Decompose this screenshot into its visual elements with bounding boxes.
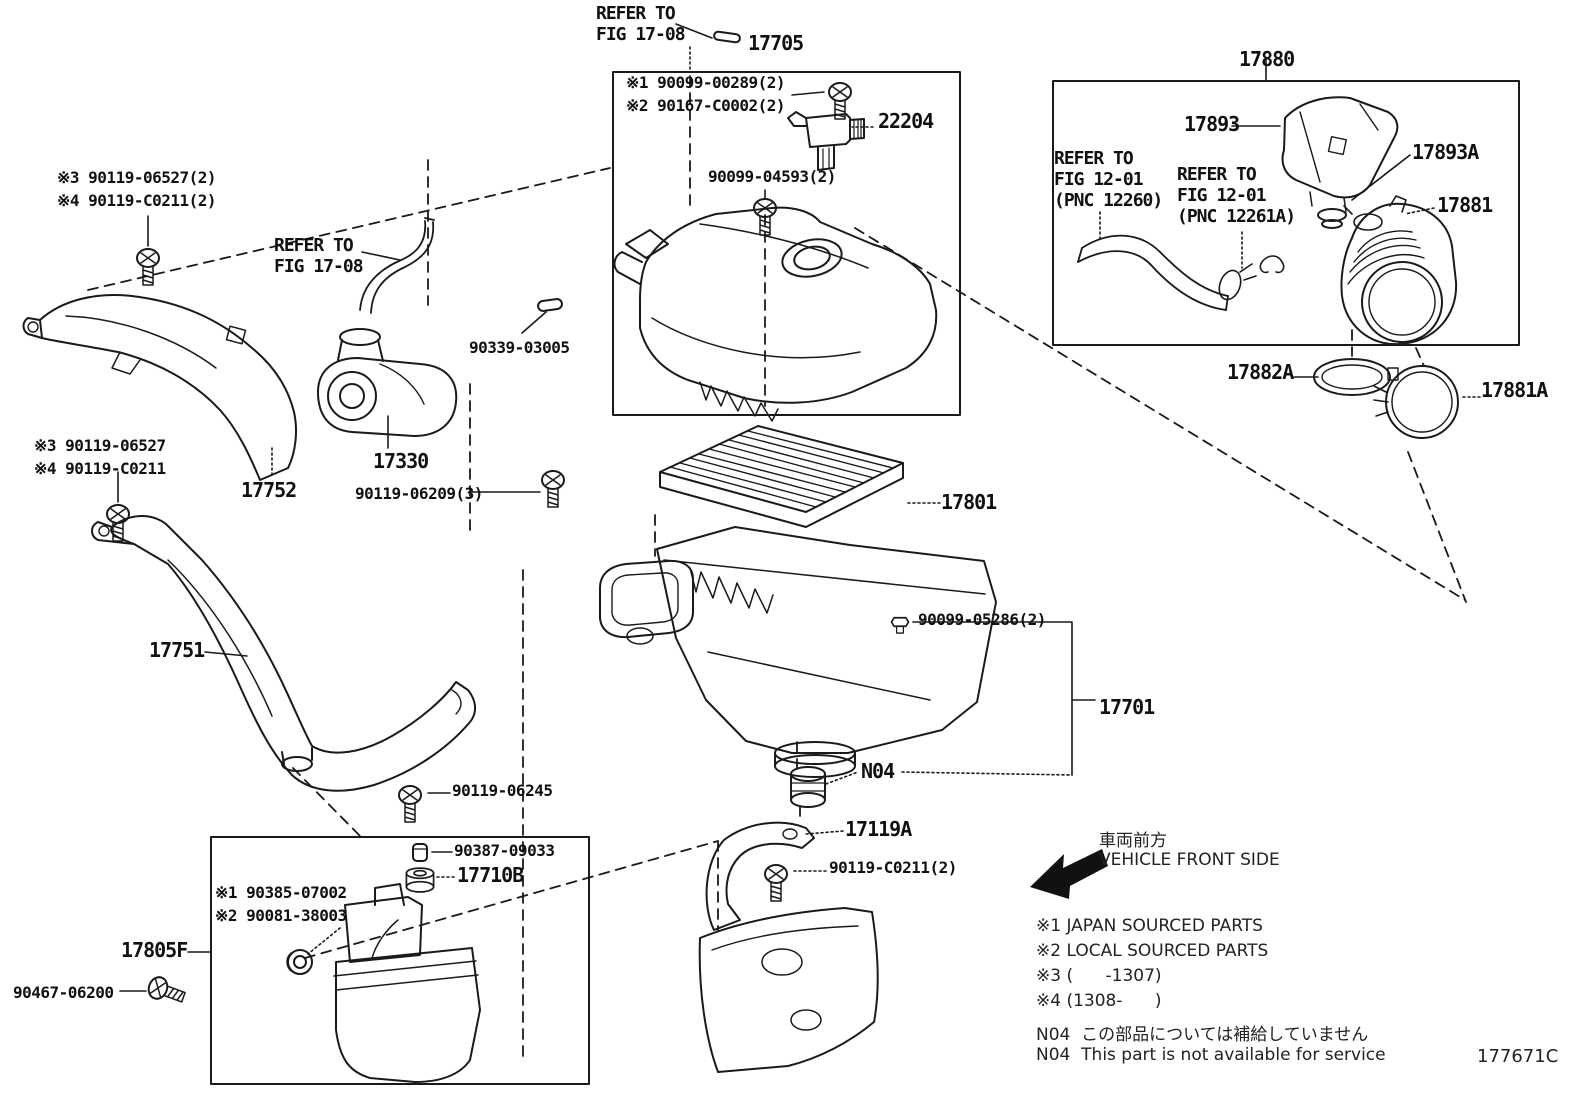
legend-n04-jp: N04 この部品については補給していません [1036,1025,1369,1045]
callout-90119-06527: ※3 90119-06527 [34,436,166,455]
screw-90119-06209 [541,470,565,508]
callout-17751: 17751 [149,638,205,662]
screw-90119-06245 [398,785,422,823]
clamp-17881a [1373,365,1459,439]
callout-refer-fig12-01-b: REFER TO FIG 12-01 (PNC 12261A) [1177,164,1296,228]
screw-90119-06527-a [136,248,160,286]
box-17805 [210,836,590,1085]
screw-90099-04593 [753,198,777,236]
air-duct-17751 [91,515,476,792]
resonator-17330 [317,328,458,437]
callout-90467-06200: 90467-06200 [13,983,114,1002]
callout-refer-fig17-08-mid: REFER TO FIG 17-08 [274,235,364,278]
grommet-n04 [790,766,826,808]
clip-90387-09033 [412,843,428,862]
grommet-17710b [405,867,435,893]
air-cleaner-cap [613,206,938,422]
callout-17805f: 17805F [121,938,188,962]
maf-sensor-22204 [787,111,865,171]
gasket-17893a [1317,208,1347,229]
heat-shield [698,907,879,1073]
callout-17119a: 17119A [845,817,912,841]
callout-17710b: 17710B [457,863,524,887]
vent-hose [359,217,435,314]
bolt-90099-05286 [890,616,910,634]
callout-90339-03005: 90339-03005 [469,338,570,357]
callout-90119-c0211-b: 90119-C0211(2) [829,858,957,877]
cap-17893 [1281,96,1399,213]
box-17880 [1052,80,1520,346]
rivet-90467-06200 [144,973,189,1009]
clamp-pnc12261a [1218,255,1285,301]
callout-refer-fig17-08-top: REFER TO FIG 17-08 [596,3,686,46]
callout-90119-06527-2: ※3 90119-06527(2) [57,168,217,187]
grommet-box2 [286,949,313,975]
legend-n04-en: N04 This part is not available for servi… [1036,1045,1386,1065]
callout-17705: 17705 [748,31,804,55]
air-cleaner-case-17701 [599,526,997,778]
vehicle-front-label-en: VEHICLE FRONT SIDE [1099,850,1280,870]
legend-note-1: ※1 JAPAN SOURCED PARTS [1036,916,1263,936]
legend-note-3: ※3 ( -1307) [1036,966,1162,986]
box-17705 [612,71,961,416]
hose-pnc12260 [1077,234,1229,311]
inlet-duct-17752 [22,294,297,481]
callout-17701: 17701 [1099,695,1155,719]
reservoir-17805 [333,883,481,1083]
callout-90119-c0211-2: ※4 90119-C0211(2) [57,191,217,210]
callout-90119-06245: 90119-06245 [452,781,553,800]
vehicle-front-label-jp: 車両前方 [1099,831,1167,851]
callout-17893: 17893 [1184,112,1240,136]
callout-90099-00289: ※1 90099-00289(2) [626,73,786,92]
screw-90119-c0211 [764,864,788,902]
construction-lines [87,75,1467,1063]
clamp-17882a [1313,358,1399,396]
callout-17882a: 17882A [1227,360,1294,384]
callout-17330: 17330 [373,449,429,473]
callout-refer-fig12-01-a: REFER TO FIG 12-01 (PNC 12260) [1054,148,1163,212]
callout-90385-07002: ※1 90385-07002 [215,883,347,902]
bracket-17119a [705,821,815,931]
callout-17893a: 17893A [1412,140,1479,164]
callout-17880: 17880 [1239,47,1295,71]
figure-code: 177671C [1477,1046,1559,1067]
callout-90119-c0211: ※4 90119-C0211 [34,459,166,478]
callout-17881a: 17881A [1481,378,1548,402]
callout-90387-09033: 90387-09033 [454,841,555,860]
spacer-90339-03005 [537,298,563,312]
callout-90081-38003: ※2 90081-38003 [215,906,347,925]
callout-17752: 17752 [241,478,297,502]
air-hose-17881 [1340,195,1458,346]
callout-n04: N04 [861,759,895,783]
callout-90119-06209: 90119-06209(3) [355,484,483,503]
callout-17881: 17881 [1437,193,1493,217]
callout-90099-04593: 90099-04593(2) [708,167,836,186]
legend-note-2: ※2 LOCAL SOURCED PARTS [1036,941,1269,961]
air-filter-17801 [659,425,904,528]
legend-note-4: ※4 (1308- ) [1036,991,1162,1011]
refer-pin-1708 [713,30,741,44]
callout-22204: 22204 [878,109,934,133]
callout-90099-05286: 90099-05286(2) [918,610,1046,629]
callout-17801: 17801 [941,490,997,514]
callout-90167-c0002: ※2 90167-C0002(2) [626,96,786,115]
vehicle-front-arrow-icon [1030,849,1108,899]
